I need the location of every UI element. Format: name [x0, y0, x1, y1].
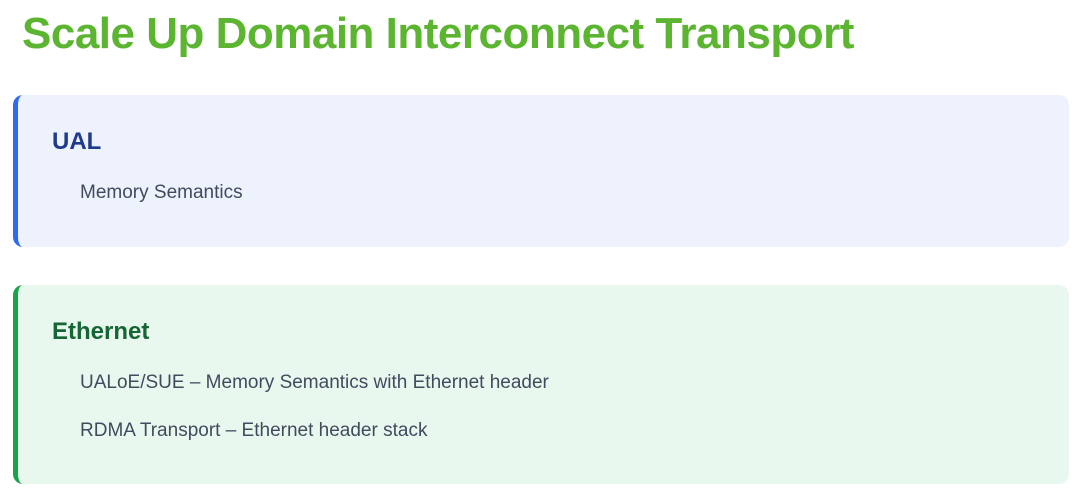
ethernet-card-item: RDMA Transport – Ethernet header stack [80, 419, 428, 441]
ethernet-card-heading: Ethernet [52, 318, 150, 345]
ethernet-card-item: UALoE/SUE – Memory Semantics with Ethern… [80, 371, 549, 393]
ual-card: UAL Memory Semantics [13, 95, 1069, 247]
page-title: Scale Up Domain Interconnect Transport [22, 9, 854, 58]
ethernet-card: Ethernet UALoE/SUE – Memory Semantics wi… [13, 285, 1069, 484]
ual-card-item: Memory Semantics [80, 181, 243, 203]
ual-card-heading: UAL [52, 128, 102, 155]
